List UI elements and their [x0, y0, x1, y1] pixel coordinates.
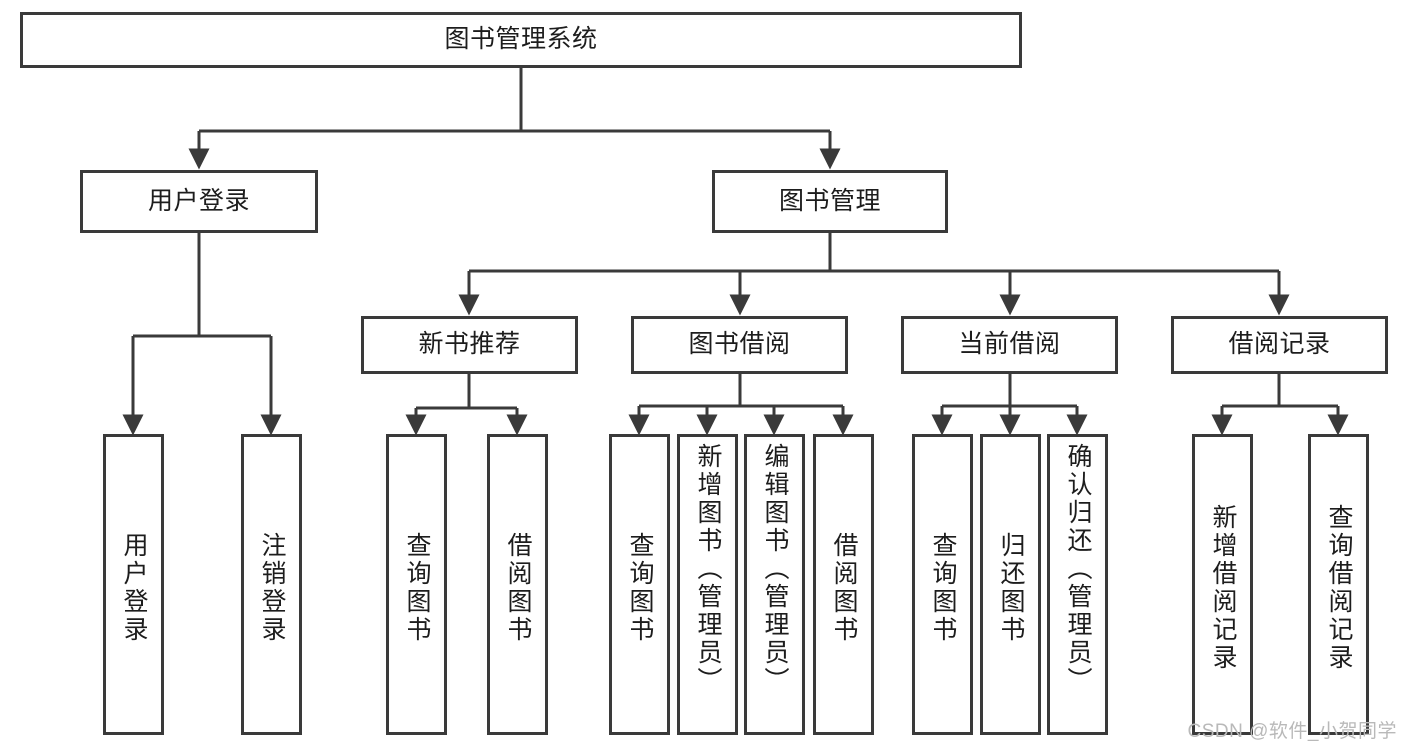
watermark-text: CSDN @软件_小贺同学: [1187, 721, 1397, 742]
node-leaf-query-borrow-record[interactable]: 查询借阅记录: [1308, 434, 1369, 735]
node-leaf-add-borrow-record-label: 新增借阅记录: [1209, 503, 1237, 672]
node-new-book-recommend-label: 新书推荐: [418, 330, 521, 359]
node-leaf-edit-book-admin-label: 编辑图书（管理员）: [761, 443, 789, 695]
node-leaf-user-login[interactable]: 用户登录: [103, 434, 164, 735]
node-current-borrow[interactable]: 当前借阅: [901, 316, 1118, 374]
node-borrow-record-label: 借阅记录: [1228, 330, 1331, 359]
node-leaf-borrow-book-2[interactable]: 借阅图书: [813, 434, 874, 735]
node-leaf-query-book-1[interactable]: 查询图书: [386, 434, 447, 735]
node-leaf-confirm-return-admin-label: 确认归还（管理员）: [1064, 443, 1092, 695]
node-leaf-user-login-label: 用户登录: [120, 531, 148, 644]
node-new-book-recommend[interactable]: 新书推荐: [361, 316, 578, 374]
node-user-login[interactable]: 用户登录: [80, 170, 318, 233]
node-borrow-record[interactable]: 借阅记录: [1171, 316, 1388, 374]
node-book-management[interactable]: 图书管理: [712, 170, 948, 233]
node-leaf-query-borrow-record-label: 查询借阅记录: [1325, 503, 1353, 672]
node-leaf-borrow-book-1[interactable]: 借阅图书: [487, 434, 548, 735]
node-leaf-logout-label: 注销登录: [258, 531, 286, 644]
node-leaf-query-book-2[interactable]: 查询图书: [609, 434, 670, 735]
node-leaf-borrow-book-2-label: 借阅图书: [830, 531, 858, 644]
node-leaf-query-book-3[interactable]: 查询图书: [912, 434, 973, 735]
node-leaf-query-book-1-label: 查询图书: [403, 531, 431, 644]
node-current-borrow-label: 当前借阅: [958, 330, 1061, 359]
node-leaf-edit-book-admin[interactable]: 编辑图书（管理员）: [744, 434, 805, 735]
node-leaf-query-book-3-label: 查询图书: [929, 531, 957, 644]
node-leaf-add-book-admin[interactable]: 新增图书（管理员）: [677, 434, 738, 735]
node-leaf-logout[interactable]: 注销登录: [241, 434, 302, 735]
node-user-login-label: 用户登录: [147, 186, 250, 215]
node-book-management-label: 图书管理: [778, 186, 881, 215]
node-leaf-return-book-label: 归还图书: [997, 531, 1025, 644]
node-root-label: 图书管理系统: [444, 25, 598, 54]
node-book-borrow[interactable]: 图书借阅: [631, 316, 848, 374]
node-leaf-add-book-admin-label: 新增图书（管理员）: [694, 443, 722, 695]
node-book-borrow-label: 图书借阅: [688, 330, 791, 359]
node-leaf-add-borrow-record[interactable]: 新增借阅记录: [1192, 434, 1253, 735]
node-leaf-confirm-return-admin[interactable]: 确认归还（管理员）: [1047, 434, 1108, 735]
node-leaf-query-book-2-label: 查询图书: [626, 531, 654, 644]
node-leaf-return-book[interactable]: 归还图书: [980, 434, 1041, 735]
node-leaf-borrow-book-1-label: 借阅图书: [504, 531, 532, 644]
node-root[interactable]: 图书管理系统: [20, 12, 1022, 68]
